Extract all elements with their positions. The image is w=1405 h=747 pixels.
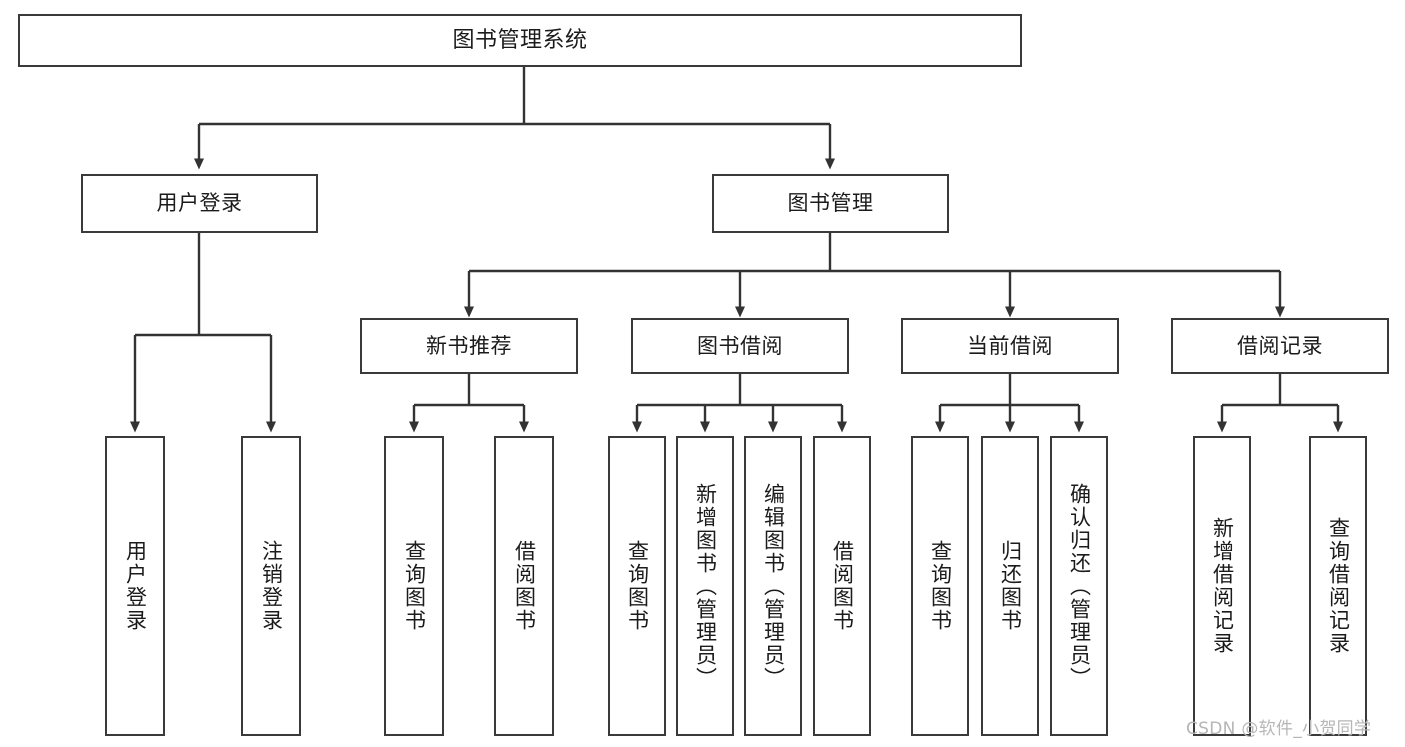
node-label: 当前借阅	[967, 333, 1053, 358]
leaf-node-return-book[interactable]: 归还图书	[981, 436, 1039, 736]
leaf-node-query-book-recommend[interactable]: 查询图书	[384, 436, 444, 736]
node-label: 借阅图书	[512, 540, 537, 632]
leaf-node-borrow-book[interactable]: 借阅图书	[813, 436, 871, 736]
node-label: 新书推荐	[426, 333, 512, 358]
node-book-borrow[interactable]: 图书借阅	[631, 318, 849, 374]
node-borrow-record[interactable]: 借阅记录	[1171, 318, 1389, 374]
node-user-login[interactable]: 用户登录	[81, 174, 318, 233]
node-label: 注销登录	[259, 540, 284, 632]
csdn-watermark: CSDN @软件_小贺同学	[1186, 719, 1372, 739]
leaf-node-query-borrow-record[interactable]: 查询借阅记录	[1309, 436, 1367, 736]
node-root-system[interactable]: 图书管理系统	[18, 14, 1022, 67]
leaf-node-add-borrow-record[interactable]: 新增借阅记录	[1193, 436, 1251, 736]
leaf-node-borrow-book-recommend[interactable]: 借阅图书	[494, 436, 554, 736]
node-book-management[interactable]: 图书管理	[712, 174, 949, 233]
node-label: 查询借阅记录	[1326, 517, 1351, 655]
node-new-book-recommendation[interactable]: 新书推荐	[360, 318, 578, 374]
leaf-node-edit-book-admin[interactable]: 编辑图书（管理员）	[744, 436, 802, 736]
node-label: 查询图书	[402, 540, 427, 632]
node-label: 用户登录	[156, 191, 243, 216]
leaf-node-query-book-current[interactable]: 查询图书	[911, 436, 969, 736]
leaf-node-confirm-return-admin[interactable]: 确认归还（管理员）	[1050, 436, 1108, 736]
node-label: 新增借阅记录	[1210, 517, 1235, 655]
leaf-node-query-book-borrow[interactable]: 查询图书	[608, 436, 666, 736]
node-label: 图书管理	[787, 191, 874, 216]
node-label: 编辑图书（管理员）	[761, 482, 786, 690]
node-label: 借阅图书	[830, 540, 855, 632]
node-label: 图书借阅	[697, 333, 783, 358]
leaf-node-logout[interactable]: 注销登录	[241, 436, 301, 736]
node-label: 确认归还（管理员）	[1067, 482, 1092, 690]
node-current-borrow[interactable]: 当前借阅	[901, 318, 1119, 374]
node-label: 图书管理系统	[452, 27, 588, 53]
node-label: 查询图书	[625, 540, 650, 632]
node-label: 借阅记录	[1237, 333, 1323, 358]
node-label: 查询图书	[928, 540, 953, 632]
leaf-node-add-book-admin[interactable]: 新增图书（管理员）	[676, 436, 734, 736]
node-label: 新增图书（管理员）	[693, 482, 718, 690]
node-label: 用户登录	[123, 540, 148, 632]
node-label: 归还图书	[998, 540, 1023, 632]
leaf-node-user-login[interactable]: 用户登录	[105, 436, 165, 736]
